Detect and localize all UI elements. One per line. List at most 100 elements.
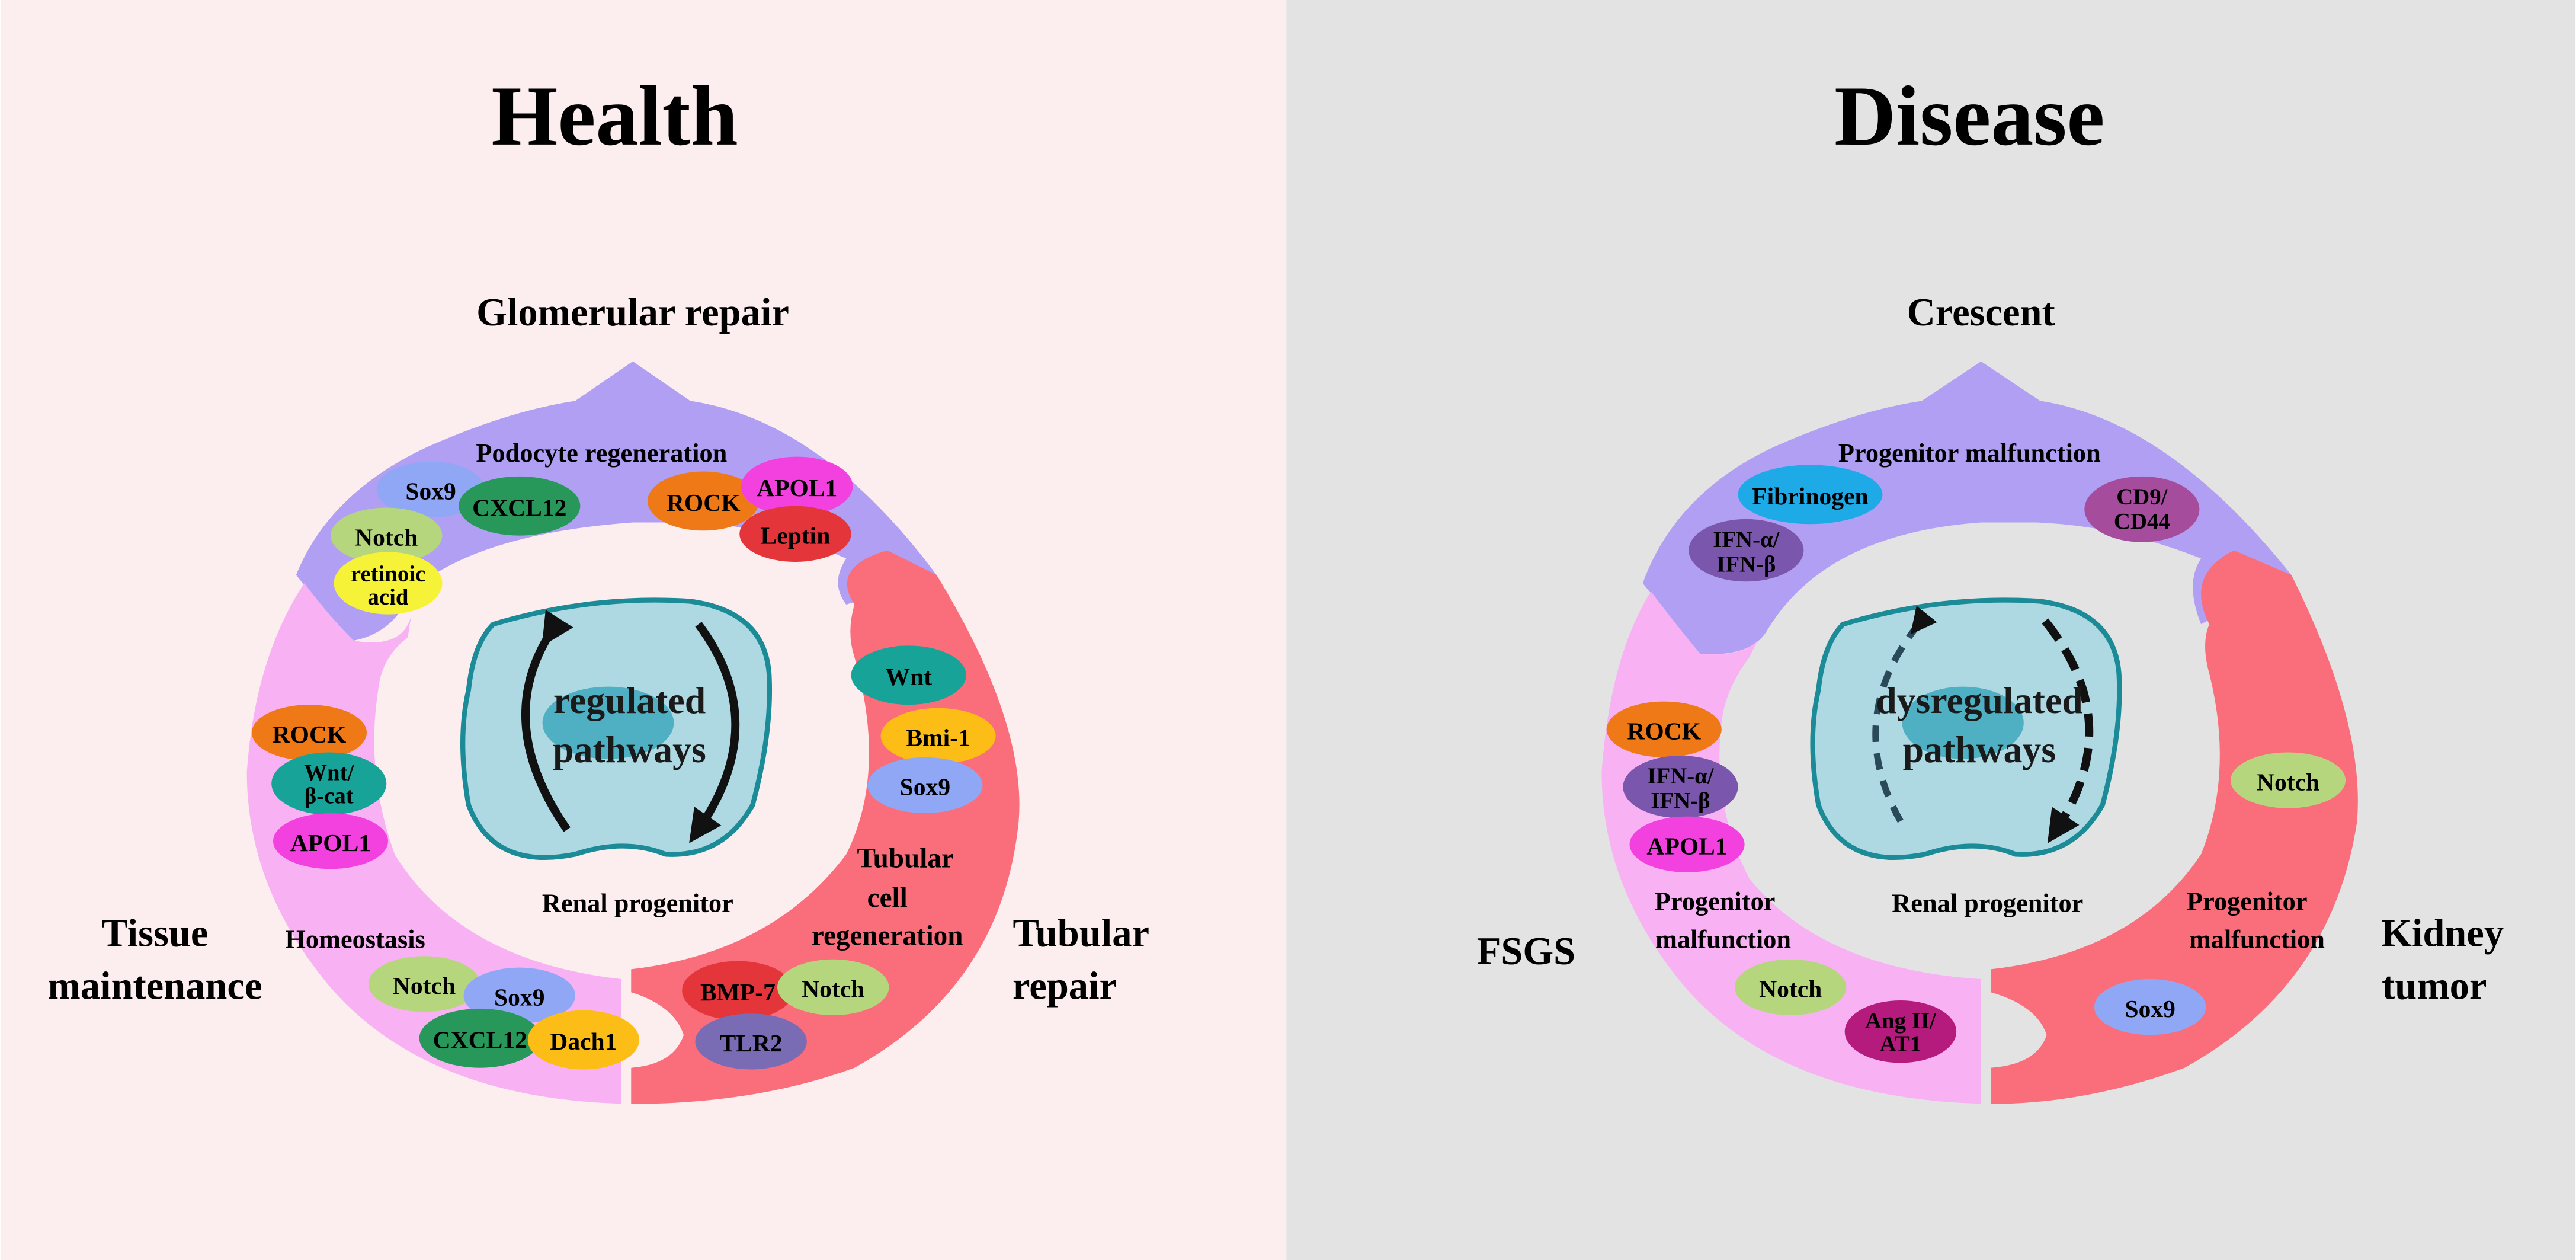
marker-wnt: Wnt (851, 645, 966, 705)
marker-notch-bottom-disease: Notch (1734, 959, 1847, 1015)
disease-panel: Disease Crescent dysregulated pathways R… (1477, 69, 2504, 1104)
tissue-maintenance-line1: Tissue (101, 912, 208, 955)
kidney-tumor-line1: Kidney (2381, 912, 2504, 955)
tubular-repair-line1: Tubular (1013, 912, 1149, 955)
svg-text:TLR2: TLR2 (719, 1029, 782, 1057)
marker-apol1-disease: APOL1 (1629, 816, 1745, 872)
svg-text:CD44: CD44 (2114, 509, 2170, 535)
marker-ifn-top: IFN-α/ IFN-β (1689, 519, 1804, 582)
tissue-maintenance-line2: maintenance (47, 964, 262, 1008)
svg-text:retinoic: retinoic (351, 561, 425, 587)
svg-text:Sox9: Sox9 (900, 773, 950, 801)
svg-text:APOL1: APOL1 (1646, 832, 1727, 859)
health-nucleus (542, 686, 674, 759)
tubular-cell-regen-line2: cell (867, 882, 908, 913)
disease-title: Disease (1834, 69, 2104, 164)
ring-segment-glomerular (296, 361, 937, 641)
tubular-repair-line2: repair (1013, 964, 1117, 1008)
marker-notch-right: Notch (2231, 752, 2346, 808)
health-title: Health (491, 69, 738, 164)
svg-text:Notch: Notch (802, 976, 864, 1003)
cycle-arrow-left (521, 609, 573, 832)
disease-cell-label: Renal progenitor (1892, 888, 2083, 917)
health-cell-label: Renal progenitor (542, 888, 733, 917)
marker-leptin: Leptin (739, 506, 851, 562)
svg-text:CD9/: CD9/ (2116, 484, 2168, 510)
svg-text:β-cat: β-cat (305, 783, 354, 808)
disease-ring-segment-top (1642, 361, 2292, 654)
svg-text:CXCL12: CXCL12 (472, 494, 566, 521)
svg-text:IFN-β: IFN-β (1651, 788, 1710, 814)
svg-text:Sox9: Sox9 (2125, 995, 2175, 1022)
pm-right-line1: Progenitor (2187, 887, 2308, 916)
svg-text:Notch: Notch (2257, 768, 2319, 795)
marker-notch-br: Notch (777, 959, 889, 1015)
marker-bmp7: BMP-7 (682, 961, 794, 1021)
marker-notch: Notch (331, 507, 443, 564)
marker-wnt-bcat: Wnt/ β-cat (271, 752, 387, 815)
marker-fibrinogen: Fibrinogen (1738, 465, 1883, 525)
marker-tlr2: TLR2 (695, 1013, 807, 1070)
marker-bmi1: Bmi-1 (880, 708, 996, 764)
marker-rock: ROCK (647, 471, 760, 531)
homeostasis-label: Homeostasis (285, 924, 425, 954)
svg-text:Wnt/: Wnt/ (304, 760, 354, 786)
svg-text:CXCL12: CXCL12 (433, 1026, 527, 1053)
marker-rock-disease: ROCK (1606, 701, 1722, 757)
marker-apol1: APOL1 (741, 456, 853, 516)
health-panel: Health Glomerular repair regulated pathw… (47, 69, 1149, 1104)
marker-cxcl12: CXCL12 (459, 476, 581, 536)
svg-text:ROCK: ROCK (273, 721, 347, 748)
disease-center-line1: dysregulated (1876, 679, 2082, 721)
svg-text:Bmi-1: Bmi-1 (906, 724, 970, 751)
marker-ang-ii-at1: Ang II/ AT1 (1844, 1000, 1957, 1063)
health-center-line2: pathways (553, 728, 706, 770)
pm-right-line2: malfunction (2189, 924, 2325, 954)
svg-text:IFN-α/: IFN-α/ (1713, 527, 1780, 552)
marker-sox9: Sox9 (376, 461, 485, 518)
disease-ring-segment-right (1991, 550, 2358, 1104)
disease-nucleus (1902, 686, 2024, 759)
svg-text:ROCK: ROCK (1627, 717, 1701, 744)
marker-cxcl12-bottom: CXCL12 (419, 1008, 541, 1068)
svg-text:IFN-α/: IFN-α/ (1647, 763, 1714, 789)
marker-sox9-disease: Sox9 (2094, 979, 2206, 1035)
svg-text:Notch: Notch (1759, 976, 1822, 1003)
svg-text:Fibrinogen: Fibrinogen (1752, 482, 1868, 510)
svg-text:acid: acid (368, 584, 409, 610)
svg-text:Dach1: Dach1 (550, 1028, 617, 1055)
dashed-cycle-arrow-left (1872, 606, 1937, 832)
svg-text:Notch: Notch (355, 523, 418, 551)
svg-text:Ang II/: Ang II/ (1865, 1008, 1937, 1034)
marker-sox9-tubular: Sox9 (867, 757, 983, 814)
pm-left-line1: Progenitor (1655, 887, 1776, 916)
marker-rock-left: ROCK (251, 705, 367, 761)
fsgs-label: FSGS (1477, 930, 1575, 973)
kidney-tumor-line2: tumor (2382, 964, 2487, 1008)
marker-dach1: Dach1 (527, 1010, 640, 1070)
svg-text:AT1: AT1 (1880, 1031, 1921, 1057)
svg-text:APOL1: APOL1 (757, 474, 837, 501)
podocyte-regeneration-label: Podocyte regeneration (476, 438, 727, 468)
cycle-arrow-right (689, 622, 740, 843)
health-center-line1: regulated (553, 679, 706, 721)
marker-ifn-left: IFN-α/ IFN-β (1623, 756, 1738, 818)
svg-text:Sox9: Sox9 (494, 983, 544, 1010)
progenitor-malfunction-top-label: Progenitor malfunction (1838, 438, 2101, 468)
marker-cd9-cd44: CD9/ CD44 (2084, 476, 2200, 542)
svg-text:Leptin: Leptin (761, 522, 831, 549)
svg-text:BMP-7: BMP-7 (700, 978, 776, 1006)
svg-text:IFN-β: IFN-β (1716, 552, 1776, 577)
svg-text:Sox9: Sox9 (405, 478, 456, 505)
tubular-cell-regen-line1: Tubular (857, 843, 954, 874)
svg-text:Notch: Notch (393, 972, 456, 999)
glomerular-repair-label: Glomerular repair (476, 291, 789, 334)
svg-text:APOL1: APOL1 (290, 829, 371, 856)
svg-text:ROCK: ROCK (667, 489, 741, 516)
marker-apol1-left: APOL1 (273, 813, 389, 869)
marker-retinoic-acid: retinoic acid (334, 552, 443, 615)
crescent-label: Crescent (1907, 291, 2055, 334)
dashed-cycle-arrow-right (2042, 618, 2094, 843)
pm-left-line2: malfunction (1655, 924, 1791, 954)
